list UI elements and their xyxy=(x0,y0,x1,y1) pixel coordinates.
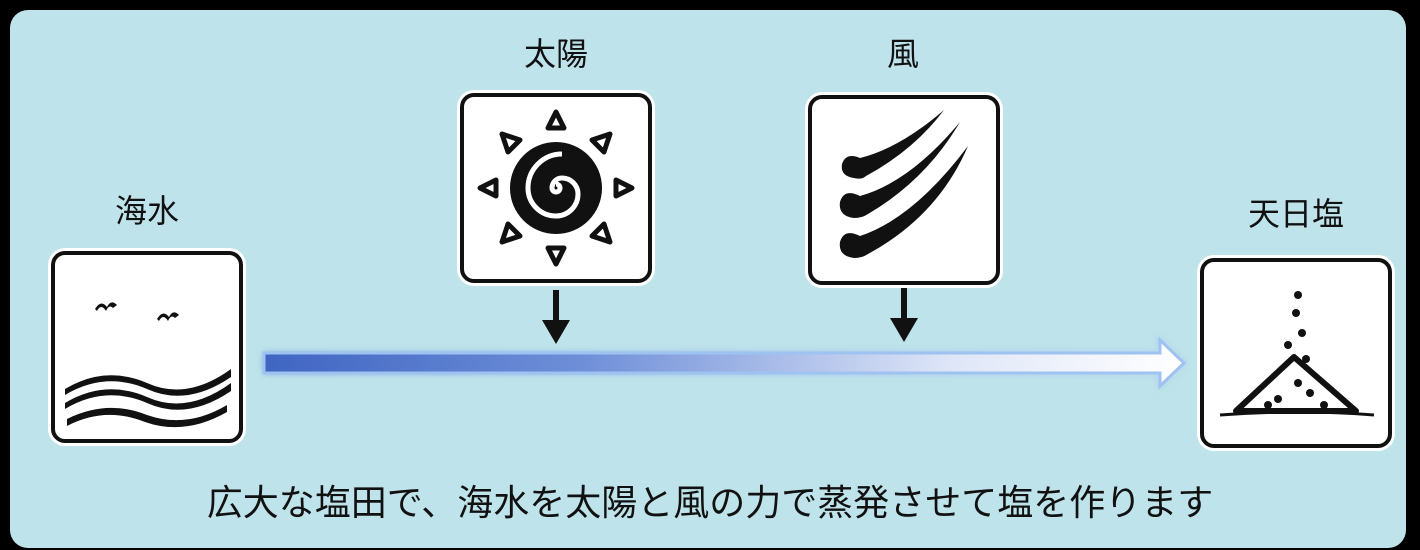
sun-card xyxy=(460,93,652,283)
label-sun: 太陽 xyxy=(523,35,589,73)
seawater-card xyxy=(51,251,243,443)
down-arrow-wind xyxy=(890,288,918,342)
caption-text: 広大な塩田で、海水を太陽と風の力で蒸発させて塩を作ります xyxy=(206,483,1214,524)
label-salt: 天日塩 xyxy=(1247,195,1345,233)
wind-card xyxy=(808,95,1000,285)
wind-icon xyxy=(839,110,968,258)
down-arrow-sun xyxy=(542,290,570,344)
salt-pile-icon xyxy=(1219,291,1375,417)
label-seawater: 海水 xyxy=(114,192,180,230)
waves-icon xyxy=(65,302,231,428)
sun-icon xyxy=(477,109,635,267)
label-wind: 風 xyxy=(886,35,920,73)
process-arrow xyxy=(262,336,1187,390)
salt-card xyxy=(1200,258,1392,448)
